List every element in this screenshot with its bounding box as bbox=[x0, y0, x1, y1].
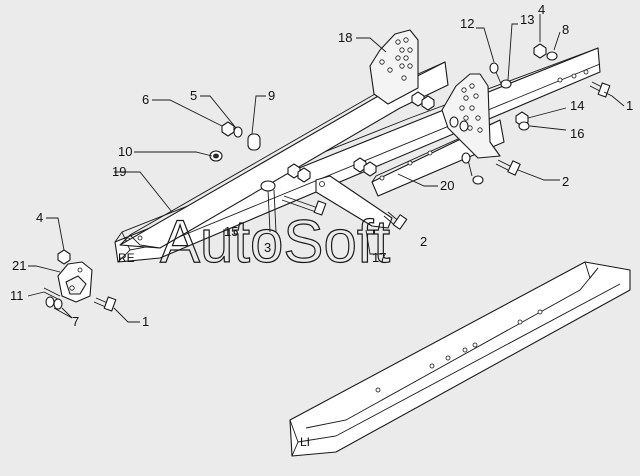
nut-6-icon bbox=[221, 121, 235, 137]
clip-7b-icon bbox=[53, 298, 63, 310]
callout-labels: 18 12 13 4 8 1 6 5 9 14 16 10 19 2 20 15… bbox=[10, 2, 633, 329]
nut-bar-2-icon bbox=[363, 161, 377, 177]
nut-4-top-icon bbox=[533, 43, 547, 59]
bolt-1-upper-icon bbox=[589, 81, 611, 98]
bolt-2-right-icon bbox=[495, 159, 521, 176]
bolt-3-icon bbox=[281, 195, 327, 216]
pin-lower-icon bbox=[461, 152, 484, 185]
callout-15: 15 bbox=[224, 224, 238, 239]
nut-center-2-icon bbox=[297, 167, 311, 183]
callout-12: 12 bbox=[460, 16, 474, 31]
callout-7: 7 bbox=[72, 314, 79, 329]
callout-14: 14 bbox=[570, 98, 584, 113]
callout-8: 8 bbox=[562, 22, 569, 37]
bracket-plate-right bbox=[441, 73, 501, 159]
arm-part-17 bbox=[315, 175, 393, 229]
pin-12-icon bbox=[489, 62, 503, 87]
callout-3: 3 bbox=[264, 240, 271, 255]
washer-5-icon bbox=[233, 126, 243, 138]
callout-20: 20 bbox=[440, 178, 454, 193]
side-tag-right: RE bbox=[118, 251, 135, 265]
leader-lines bbox=[27, 14, 625, 323]
callout-4-left: 4 bbox=[36, 210, 43, 225]
bolt-15-icon bbox=[260, 180, 277, 233]
spacer-9-icon bbox=[247, 133, 261, 151]
callout-16: 16 bbox=[570, 126, 584, 141]
bracket-part-21 bbox=[57, 261, 93, 303]
nut-plate-left-2-icon bbox=[421, 95, 435, 111]
callout-1-lower: 1 bbox=[142, 314, 149, 329]
callout-17: 17 bbox=[372, 250, 386, 265]
pin-11-icon bbox=[43, 287, 61, 300]
callout-5: 5 bbox=[190, 88, 197, 103]
washer-10-inner-icon bbox=[213, 153, 219, 159]
side-tag-left: LI bbox=[300, 435, 310, 449]
nut-4-left-icon bbox=[57, 249, 71, 265]
washer-16-icon bbox=[518, 121, 530, 131]
callout-13: 13 bbox=[520, 12, 534, 27]
washer-plate-icon bbox=[449, 116, 459, 128]
washer-8-icon bbox=[546, 51, 558, 61]
callout-21: 21 bbox=[12, 258, 26, 273]
pin-13-icon bbox=[500, 79, 512, 89]
callout-1-upper: 1 bbox=[626, 98, 633, 113]
callout-19: 19 bbox=[112, 164, 126, 179]
clip-7-icon bbox=[45, 296, 55, 308]
bolt-1-lower-icon bbox=[93, 296, 117, 312]
callout-4-top: 4 bbox=[538, 2, 545, 17]
callout-18: 18 bbox=[338, 30, 352, 45]
bolt-2-center-icon bbox=[383, 211, 408, 230]
washer-plate-2-icon bbox=[459, 120, 469, 132]
watermark-text: AutoSoft bbox=[160, 208, 390, 275]
callout-9: 9 bbox=[268, 88, 275, 103]
callout-2-center: 2 bbox=[420, 234, 427, 249]
callout-6: 6 bbox=[142, 92, 149, 107]
callout-11: 11 bbox=[10, 288, 24, 303]
hardware bbox=[209, 43, 611, 233]
callout-10: 10 bbox=[118, 144, 132, 159]
left-side-rail bbox=[289, 261, 631, 457]
callout-2-right: 2 bbox=[562, 174, 569, 189]
